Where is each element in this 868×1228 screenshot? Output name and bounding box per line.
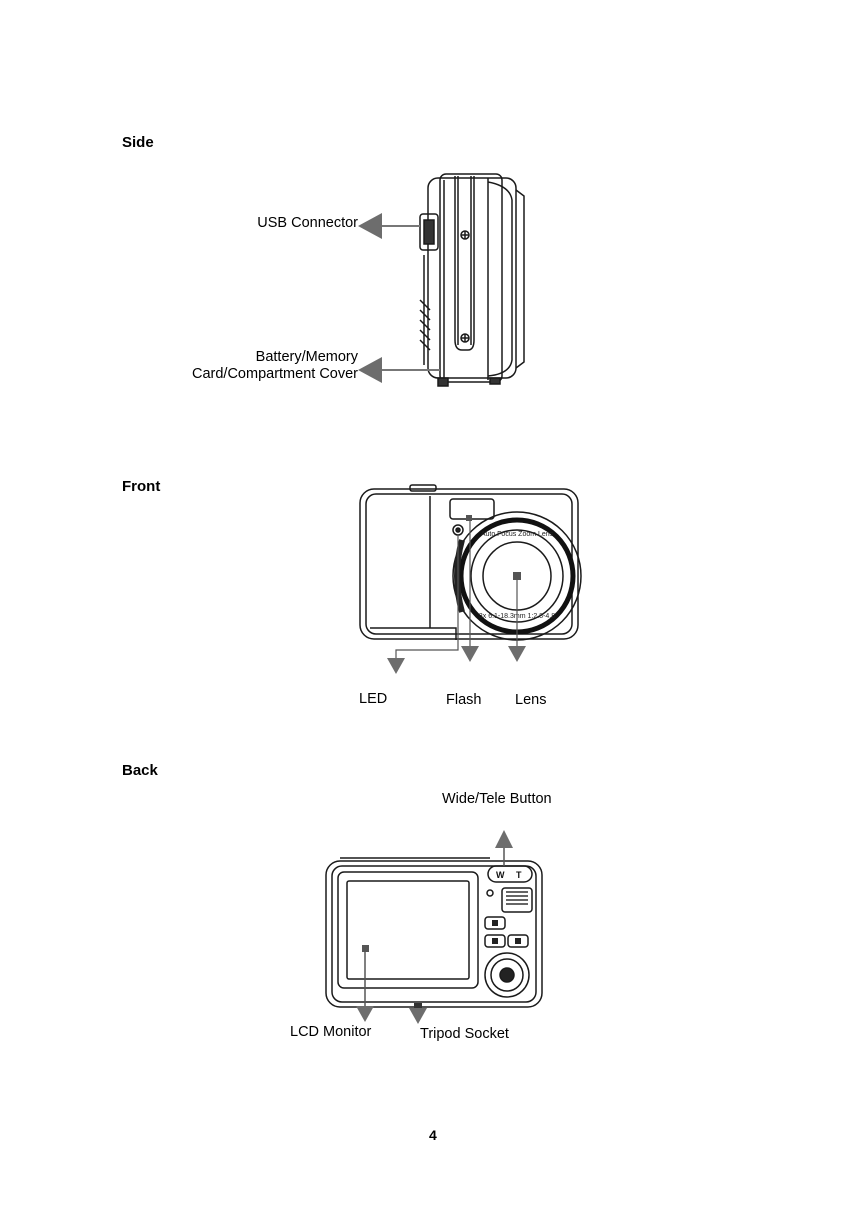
tripod-socket-label: Tripod Socket [420, 1026, 509, 1042]
zoom-w-label: W [496, 870, 505, 880]
usb-connector-label: USB Connector [257, 215, 358, 231]
wide-tele-button-label: Wide/Tele Button [442, 791, 552, 807]
flash-label: Flash [446, 692, 482, 708]
front-heading: Front [122, 478, 161, 495]
battery-cover-label-line2: Card/Compartment Cover [192, 366, 358, 382]
back-heading: Back [122, 762, 158, 779]
lens-ring-text: Auto Focus Zoom Lens [481, 531, 554, 538]
battery-cover-label-line1: Battery/Memory [255, 349, 358, 365]
side-heading: Side [122, 134, 154, 151]
led-label: LED [359, 691, 388, 707]
page-number: 4 [429, 1127, 437, 1143]
zoom-t-label: T [516, 870, 522, 880]
lcd-monitor-label: LCD Monitor [290, 1024, 372, 1040]
lens-label: Lens [515, 692, 547, 708]
